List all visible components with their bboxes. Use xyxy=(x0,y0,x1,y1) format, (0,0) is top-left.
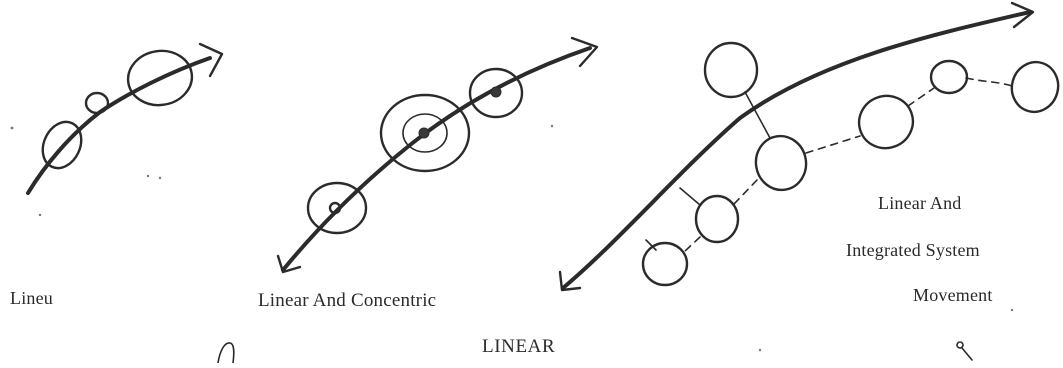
integrated-node-center xyxy=(754,134,808,192)
integrated-node-right-upper xyxy=(929,59,969,95)
integrated-dashed-link xyxy=(733,179,758,205)
bottom-partial-sketches xyxy=(217,341,973,364)
concentric-node-upper-outer xyxy=(468,67,524,119)
integrated-node-top-left xyxy=(703,41,759,99)
speck xyxy=(1010,308,1014,312)
integrated-connector xyxy=(645,239,657,251)
linear-node-lower xyxy=(41,120,83,170)
speck xyxy=(38,213,42,217)
integrated-node-far-right xyxy=(1010,60,1060,114)
bottom-partial-pin-right xyxy=(956,341,964,349)
linear-node-large xyxy=(126,49,194,107)
label-linear: Lineu xyxy=(10,288,53,308)
integrated-dashed-link xyxy=(907,87,935,107)
concentric-node-middle-outer xyxy=(379,93,471,173)
concentric-node-lower-outer xyxy=(306,181,368,235)
integrated-arrowhead-bottom xyxy=(558,270,582,292)
integrated-node-right-mid xyxy=(857,94,915,150)
speck xyxy=(10,126,14,130)
concentric-arrowhead-top xyxy=(570,36,599,68)
speck xyxy=(146,174,150,178)
label-integrated-line-3: Movement xyxy=(913,285,993,305)
concentric-node-lower-core xyxy=(328,201,342,215)
concentric-path-line xyxy=(281,46,592,272)
label-linear-concentric: Linear And Concentric xyxy=(258,290,437,311)
concentric-node-middle-core xyxy=(418,127,430,139)
bottom-partial-loop-left xyxy=(217,342,235,364)
caption-linear: LINEAR xyxy=(482,336,556,357)
integrated-connector xyxy=(744,91,771,139)
diagram-linear-integrated xyxy=(558,1,1060,352)
integrated-dashed-link xyxy=(805,135,861,154)
diagram-linear-concentric xyxy=(276,36,599,274)
speck xyxy=(758,348,762,352)
concentric-node-upper-core xyxy=(490,86,502,98)
label-integrated-line-1: Linear And xyxy=(878,193,962,213)
integrated-dashed-link xyxy=(965,77,1013,87)
integrated-arrowhead-top xyxy=(1010,1,1035,29)
integrated-connector xyxy=(679,187,701,206)
diagram-linear xyxy=(10,42,224,217)
integrated-main-spine xyxy=(561,10,1032,290)
integrated-dashed-link xyxy=(683,236,701,253)
integrated-node-bottom xyxy=(641,241,689,287)
concentric-arrowhead-bottom xyxy=(276,254,302,274)
linear-node-small xyxy=(84,91,110,115)
speck xyxy=(550,124,554,128)
label-integrated-line-2: Integrated System xyxy=(846,240,980,260)
speck xyxy=(158,176,162,180)
integrated-node-mid-low xyxy=(694,194,740,244)
linear-arrowhead xyxy=(198,42,224,78)
bottom-partial-stroke-right xyxy=(961,347,973,361)
concentric-node-middle-inner xyxy=(402,113,448,153)
